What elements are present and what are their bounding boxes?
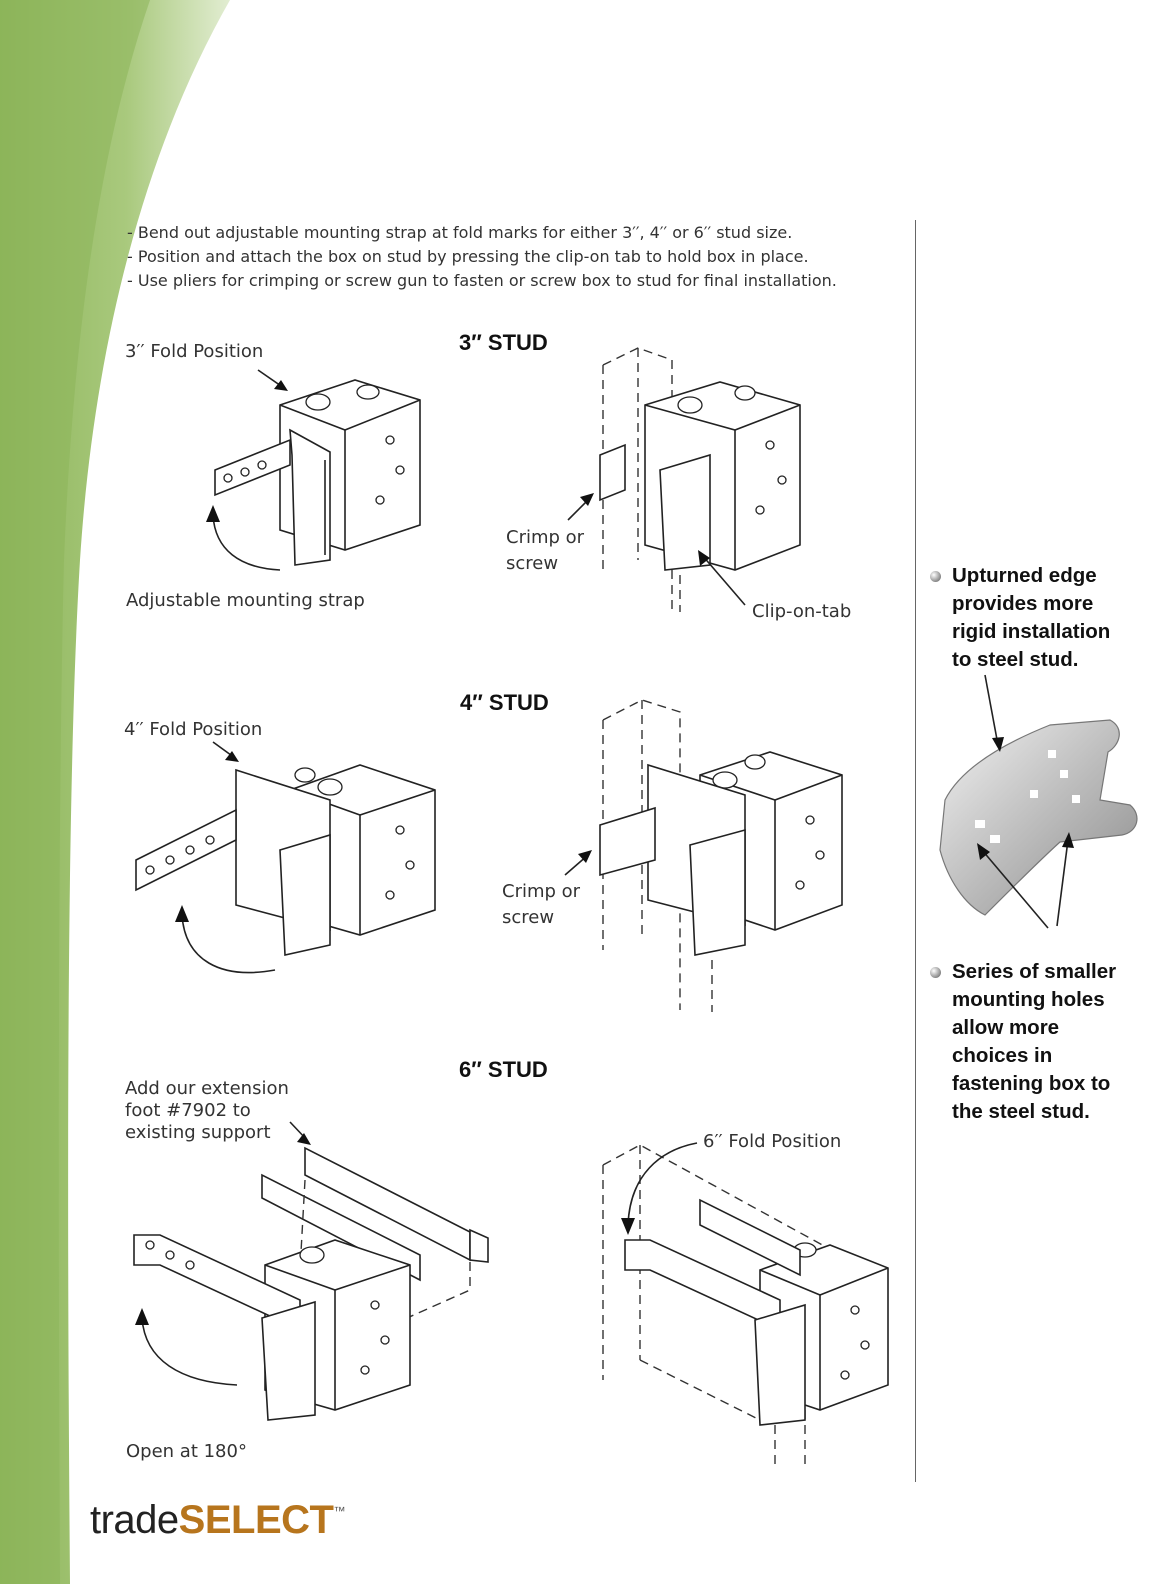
logo-trademark: ™ (333, 1504, 345, 1518)
tradeselect-logo: tradeSELECT™ (90, 1498, 345, 1543)
bullet-mounting-holes: Series of smaller mounting holes allow m… (930, 958, 1140, 1126)
heading-4-stud: 4′′ STUD (460, 690, 549, 715)
bullet-line: the steel stud. (952, 1100, 1090, 1123)
heading-3-stud: 3′′ STUD (459, 330, 548, 355)
bullet-upturned-edge: Upturned edge provides more rigid instal… (930, 562, 1140, 674)
bullet-line: choices in (952, 1044, 1053, 1067)
label-clip-on-tab: Clip-on-tab (752, 601, 852, 622)
box-diagram-4-right (564, 699, 843, 1012)
label-extension-3: existing support (125, 1122, 271, 1143)
column-divider (915, 220, 916, 1482)
label-extension-2: foot #7902 to (125, 1100, 251, 1121)
bullet-dot-icon (930, 967, 941, 978)
label-extension-1: Add our extension (125, 1078, 289, 1099)
label-open-180: Open at 180° (126, 1441, 247, 1462)
bullet-line: allow more (952, 1016, 1060, 1039)
bullet-line: rigid installation (952, 620, 1111, 643)
logo-select: SELECT (178, 1498, 334, 1542)
label-adjustable-strap: Adjustable mounting strap (126, 590, 365, 611)
label-crimp-4a: Crimp or (502, 881, 581, 902)
box-diagram-6-right (602, 1142, 889, 1470)
bullet-line: fastening box to (952, 1072, 1111, 1095)
instruction-item: - Use pliers for crimping or screw gun t… (127, 271, 837, 290)
instruction-item: - Bend out adjustable mounting strap at … (127, 223, 793, 242)
bullet-line: Upturned edge (952, 564, 1097, 587)
logo-trade: trade (90, 1498, 179, 1542)
label-crimp-3b: screw (506, 553, 559, 574)
heading-6-stud: 6′′ STUD (459, 1057, 548, 1082)
box-diagram-4-left (135, 741, 436, 974)
label-crimp-3a: Crimp or (506, 527, 585, 548)
bullet-line: Series of smaller (952, 960, 1117, 983)
instruction-item: - Position and attach the box on stud by… (127, 247, 809, 266)
bracket-closeup-image (939, 674, 1138, 929)
label-6-fold-position: 6′′ Fold Position (703, 1131, 842, 1152)
label-crimp-4b: screw (502, 907, 555, 928)
bullet-line: mounting holes (952, 988, 1105, 1011)
bullet-dot-icon (930, 571, 941, 582)
label-3-fold-position: 3′′ Fold Position (125, 341, 264, 362)
instruction-list: - Bend out adjustable mounting strap at … (127, 221, 837, 293)
bullet-line: provides more (952, 592, 1094, 615)
label-4-fold-position: 4′′ Fold Position (124, 719, 263, 740)
bullet-line: to steel stud. (952, 648, 1079, 671)
box-diagram-3-right (567, 347, 801, 612)
box-diagram-6-left (133, 1121, 489, 1421)
box-diagram-3-left (206, 369, 421, 571)
